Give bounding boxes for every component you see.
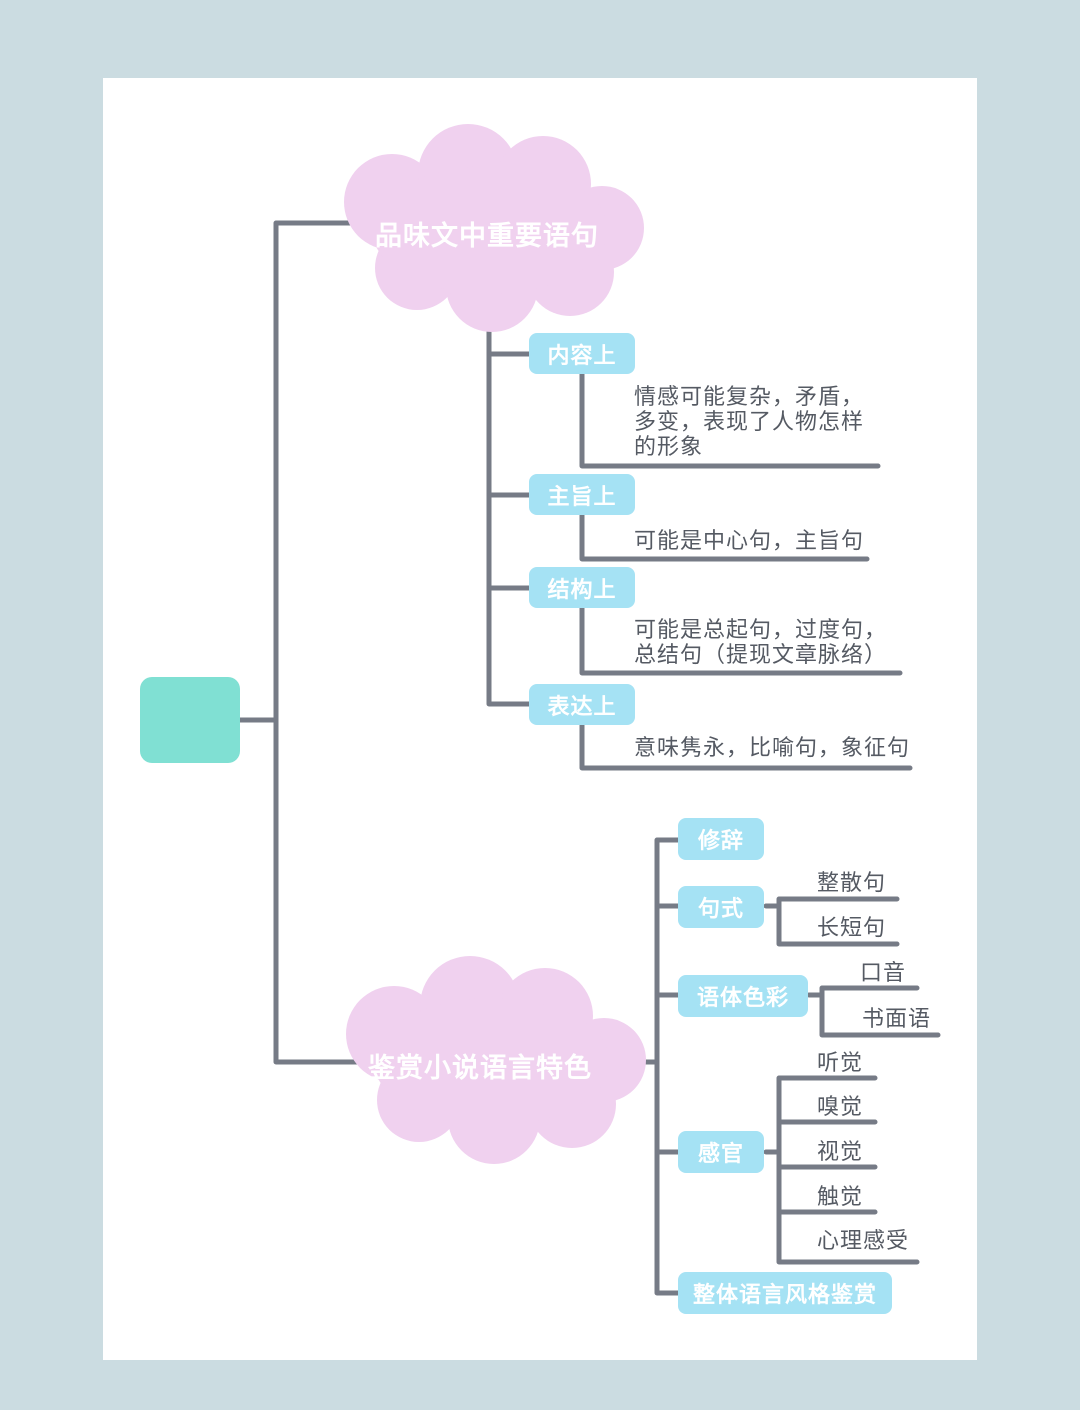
note-line: 总结句（提现文章脉络） <box>634 642 888 667</box>
branch2-cloud-node[interactable] <box>332 952 652 1167</box>
root-node[interactable] <box>140 677 240 763</box>
note-content[interactable]: 情感可能复杂，矛盾， 多变，表现了人物怎样 的形象 <box>634 384 864 459</box>
main-spine-connector <box>273 220 373 1065</box>
node-expression[interactable]: 表达上 <box>529 684 635 725</box>
note-theme[interactable]: 可能是中心句，主旨句 <box>634 528 864 553</box>
branch2-spine <box>654 837 681 1296</box>
register-children-underlines <box>819 985 941 1038</box>
branch1-cloud-label: 品味文中重要语句 <box>375 221 599 251</box>
node-rhetoric[interactable]: 修辞 <box>678 818 764 860</box>
branch2-cloud-label: 鉴赏小说语言特色 <box>368 1053 592 1083</box>
node-register[interactable]: 语体色彩 <box>678 975 808 1017</box>
note-line: 情感可能复杂，矛盾， <box>634 384 865 409</box>
senses-children-frame <box>776 1075 920 1265</box>
leaf-chujue[interactable]: 触觉 <box>817 1184 864 1209</box>
note-line: 多变，表现了人物怎样 <box>634 409 865 434</box>
node-overall-style[interactable]: 整体语言风格鉴赏 <box>678 1272 892 1314</box>
leaf-kouyin[interactable]: 口音 <box>860 960 907 985</box>
note-line: 可能是中心句，主旨句 <box>634 528 865 553</box>
note2-underline <box>579 512 870 562</box>
note-line: 可能是总起句，过度句， <box>634 617 888 642</box>
note-line: 的形象 <box>634 434 704 459</box>
leaf-shumianyu[interactable]: 书面语 <box>862 1006 932 1031</box>
node-content[interactable]: 内容上 <box>529 333 635 374</box>
note-line: 意味隽永，比喻句，象征句 <box>634 735 911 760</box>
leaf-xinli-ganshou[interactable]: 心理感受 <box>817 1228 910 1253</box>
note-structure[interactable]: 可能是总起句，过度句， 总结句（提现文章脉络） <box>634 617 887 667</box>
note1-underline <box>579 371 881 469</box>
leaf-xiujue[interactable]: 嗅觉 <box>817 1094 864 1119</box>
note4-underline <box>579 722 913 771</box>
leaf-changduanju[interactable]: 长短句 <box>817 915 887 940</box>
branch1-cloud-node[interactable] <box>330 120 650 335</box>
note3-underline <box>579 605 903 676</box>
leaf-shijue[interactable]: 视觉 <box>817 1139 864 1164</box>
sentence-children-underlines <box>776 896 900 947</box>
node-senses[interactable]: 感官 <box>678 1131 764 1173</box>
node-sentence-pattern[interactable]: 句式 <box>678 886 764 928</box>
leaf-zhengsanju[interactable]: 整散句 <box>817 870 887 895</box>
node-theme[interactable]: 主旨上 <box>529 474 635 515</box>
leaf-tingjue[interactable]: 听觉 <box>817 1050 864 1075</box>
branch1-spine <box>486 299 534 707</box>
node-structure[interactable]: 结构上 <box>529 567 635 608</box>
note-expression[interactable]: 意味隽永，比喻句，象征句 <box>634 735 910 760</box>
